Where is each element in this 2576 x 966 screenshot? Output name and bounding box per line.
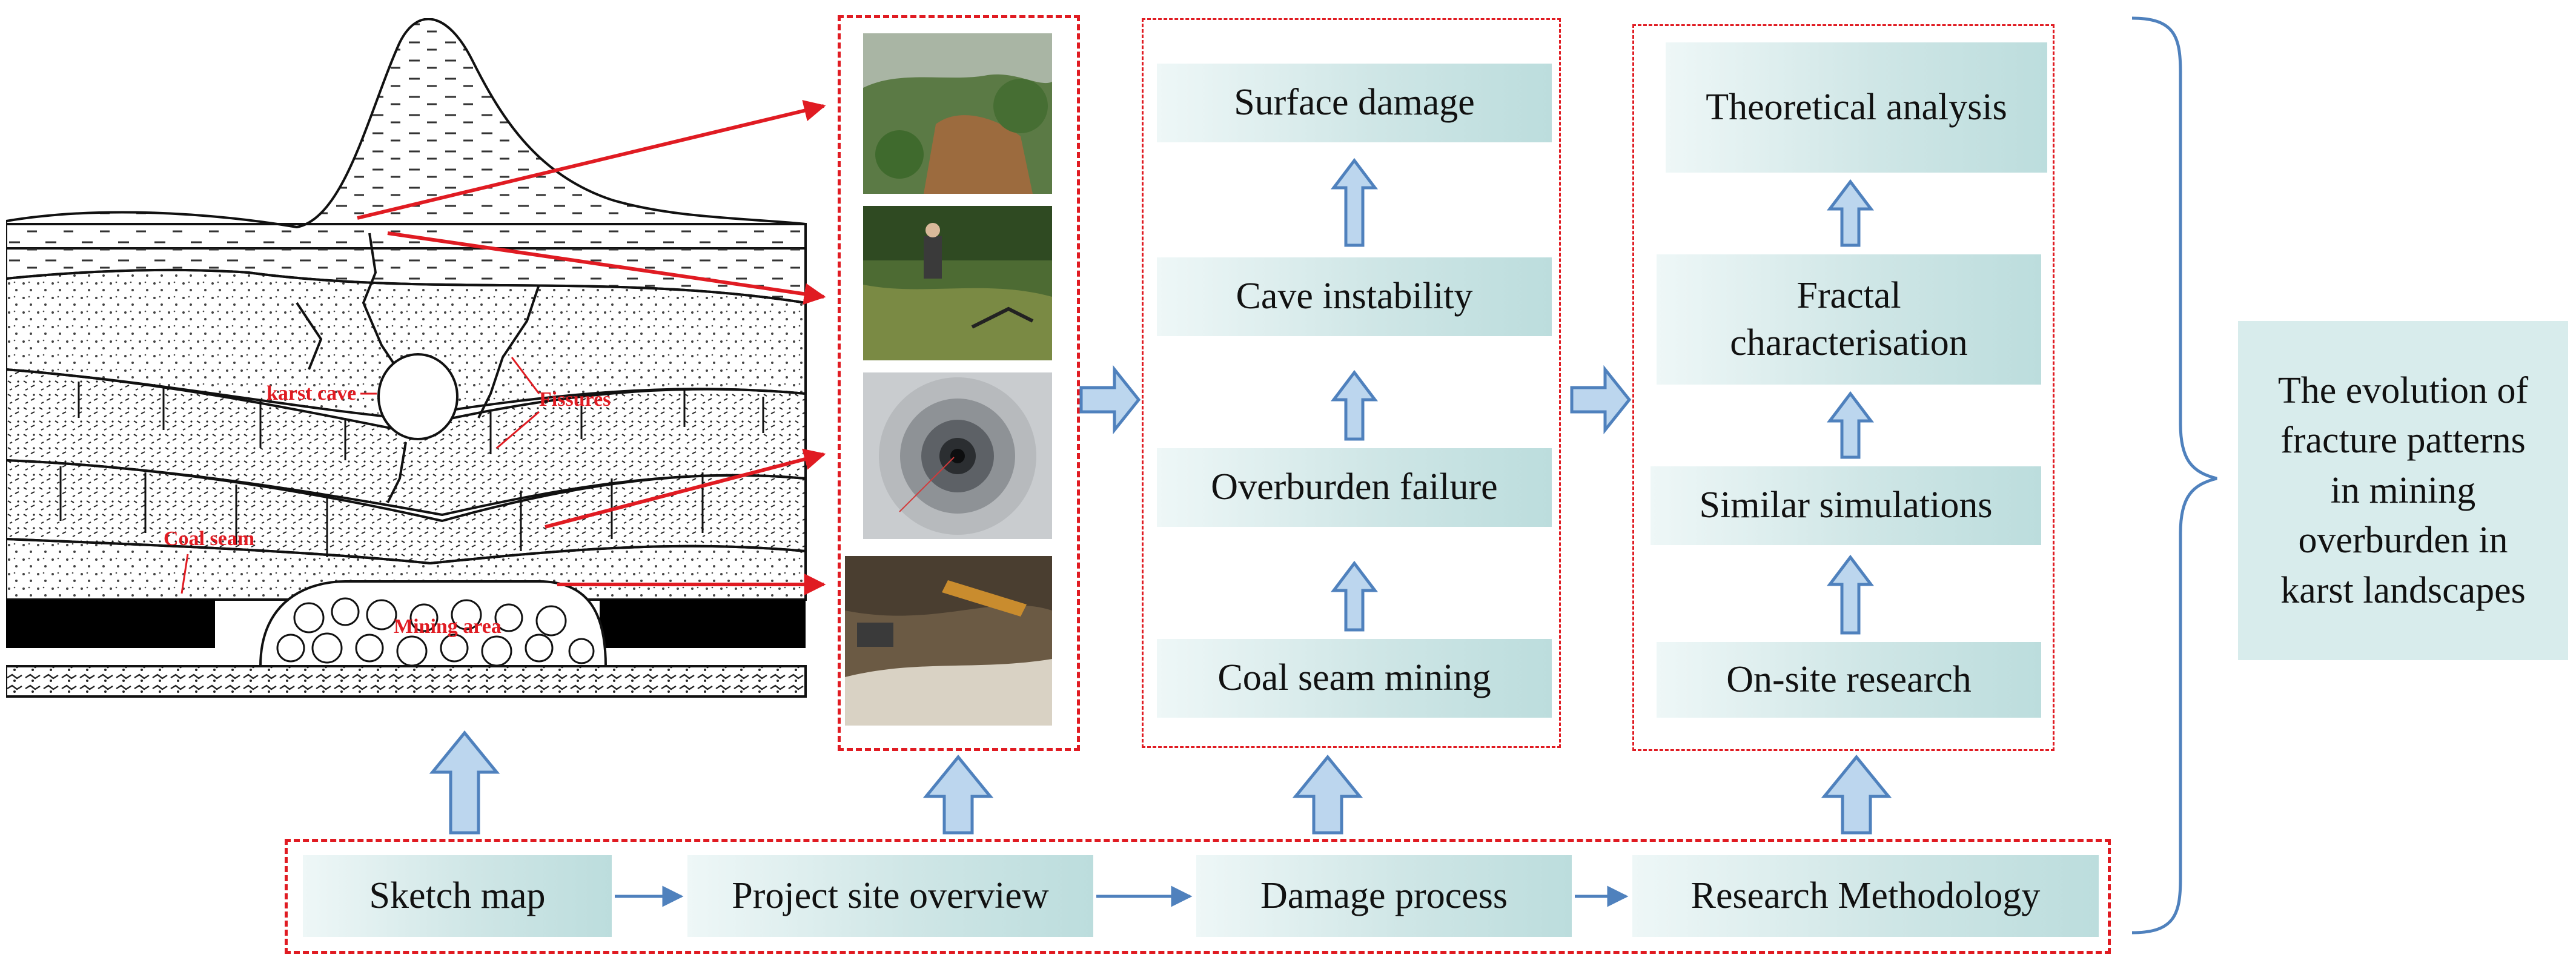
flow-step-project-site-overview: Project site overview	[687, 855, 1093, 937]
process-step-surface-damage: Surface damage	[1157, 64, 1552, 142]
flow-step-research-methodology: Research Methodology	[1632, 855, 2099, 937]
summary-box: The evolution of fracture patterns in mi…	[2238, 321, 2568, 660]
methodology-panel	[1632, 24, 2055, 751]
mining-area-label: Mining area	[394, 615, 502, 638]
photo-mining-tunnel	[845, 556, 1052, 726]
flow-step-damage-process: Damage process	[1196, 855, 1572, 937]
flow-step-sketch-map: Sketch map	[303, 855, 612, 937]
fissures-label: Fissures	[539, 388, 611, 411]
sketch-map: karst cave Fissures Coal seam Mining are…	[6, 18, 807, 698]
method-step-fractal-characterisation: Fractal characterisation	[1657, 254, 2041, 385]
method-step-on-site-research: On-site research	[1657, 642, 2041, 718]
up-arrow-site	[922, 755, 994, 835]
photo-panel	[838, 15, 1080, 751]
right-arrow-process-to-method	[1570, 365, 1632, 435]
photo-ground-crack	[863, 206, 1052, 360]
right-arrow-photos-to-process	[1079, 365, 1141, 435]
photo-borehole	[863, 372, 1052, 539]
process-step-coal-seam-mining: Coal seam mining	[1157, 639, 1552, 718]
bottom-flow-panel	[285, 839, 2111, 954]
photo-surface-vegetation	[863, 33, 1052, 194]
up-arrow-method	[1821, 755, 1892, 835]
method-step-theoretical-analysis: Theoretical analysis	[1666, 42, 2047, 173]
coal-seam-label: Coal seam	[164, 528, 254, 550]
process-step-cave-instability: Cave instability	[1157, 257, 1552, 336]
summary-brace	[2131, 16, 2217, 935]
process-step-overburden-failure: Overburden failure	[1157, 448, 1552, 527]
up-arrow-damage	[1292, 755, 1363, 835]
karst-cave-label: karst cave	[267, 382, 356, 405]
damage-process-panel	[1142, 18, 1561, 748]
method-step-similar-simulations: Similar simulations	[1651, 466, 2041, 545]
up-arrow-sketch-map	[429, 730, 500, 835]
